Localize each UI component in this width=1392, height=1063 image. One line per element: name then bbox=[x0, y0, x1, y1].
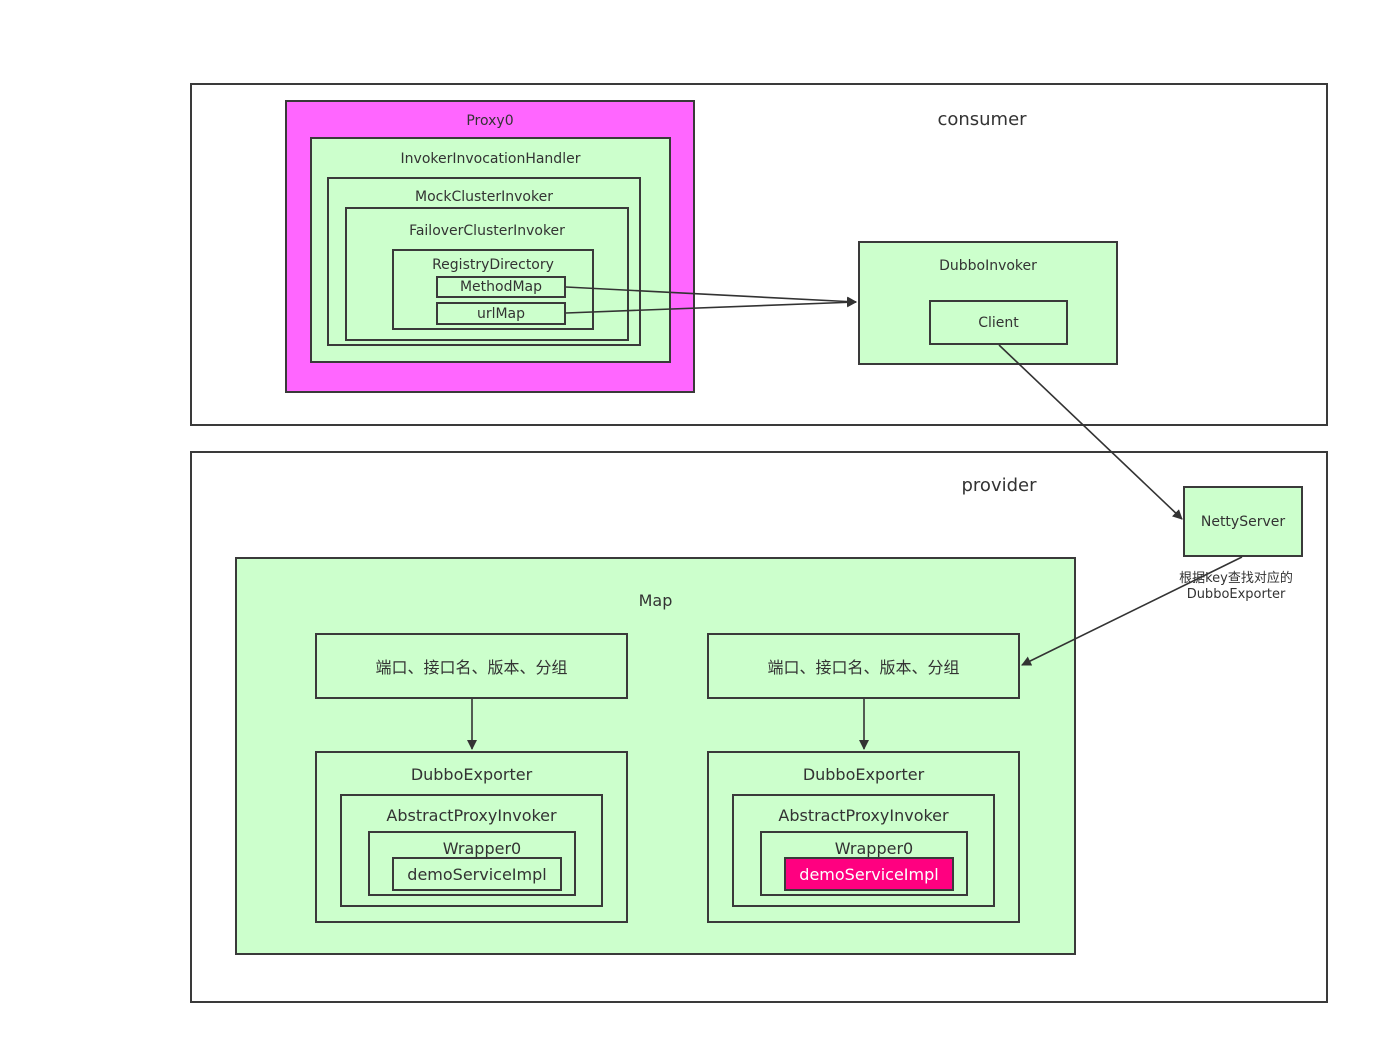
dubbo-exporter-right-label: DubboExporter bbox=[802, 765, 925, 784]
dubbo-exporter-left-label: DubboExporter bbox=[410, 765, 533, 784]
invoker-invocation-handler-label: InvokerInvocationHandler bbox=[400, 151, 581, 167]
wrapper0-right-label: Wrapper0 bbox=[834, 839, 914, 858]
method-map-label: MethodMap bbox=[459, 279, 543, 295]
lookup-note-line2: DubboExporter bbox=[1186, 587, 1286, 602]
dubbo-invoker-label: DubboInvoker bbox=[939, 258, 1037, 274]
abstract-proxy-invoker-right-label: AbstractProxyInvoker bbox=[778, 806, 949, 825]
key-label-left: 端口、接口名、版本、分组 bbox=[375, 658, 568, 677]
key-box-right: 端口、接口名、版本、分组 bbox=[707, 633, 1020, 699]
failover-cluster-invoker-label: FailoverClusterInvoker bbox=[409, 223, 565, 239]
consumer-title: consumer bbox=[937, 109, 1027, 130]
key-box-left: 端口、接口名、版本、分组 bbox=[315, 633, 628, 699]
proxy0-label: Proxy0 bbox=[466, 113, 514, 129]
client-label: Client bbox=[978, 314, 1019, 331]
demo-service-impl-right-label: demoServiceImpl bbox=[799, 864, 939, 884]
demo-service-impl-left-box: demoServiceImpl bbox=[392, 857, 562, 891]
wrapper0-left-label: Wrapper0 bbox=[442, 839, 522, 858]
url-map-box: urlMap bbox=[436, 302, 566, 325]
client-box: Client bbox=[929, 300, 1068, 345]
demo-service-impl-left-label: demoServiceImpl bbox=[407, 864, 547, 884]
registry-directory-label: RegistryDirectory bbox=[432, 257, 554, 273]
netty-server-box: NettyServer bbox=[1183, 486, 1303, 557]
arrow-urlmap-to-dubboinvoker bbox=[565, 297, 857, 314]
netty-server-label: NettyServer bbox=[1200, 513, 1286, 530]
arrow-client-to-nettyserver bbox=[998, 344, 1183, 520]
arrow-nettyserver-to-key-right bbox=[1021, 556, 1243, 666]
url-map-label: urlMap bbox=[476, 305, 526, 322]
demo-service-impl-right-box: demoServiceImpl bbox=[784, 857, 954, 891]
abstract-proxy-invoker-left-label: AbstractProxyInvoker bbox=[386, 806, 557, 825]
key-label-right: 端口、接口名、版本、分组 bbox=[767, 658, 960, 677]
mock-cluster-invoker-label: MockClusterInvoker bbox=[415, 189, 553, 205]
provider-title: provider bbox=[961, 475, 1037, 496]
arrow-methodmap-to-dubboinvoker bbox=[565, 286, 857, 307]
method-map-box: MethodMap bbox=[436, 276, 566, 298]
map-label: Map bbox=[638, 591, 673, 610]
